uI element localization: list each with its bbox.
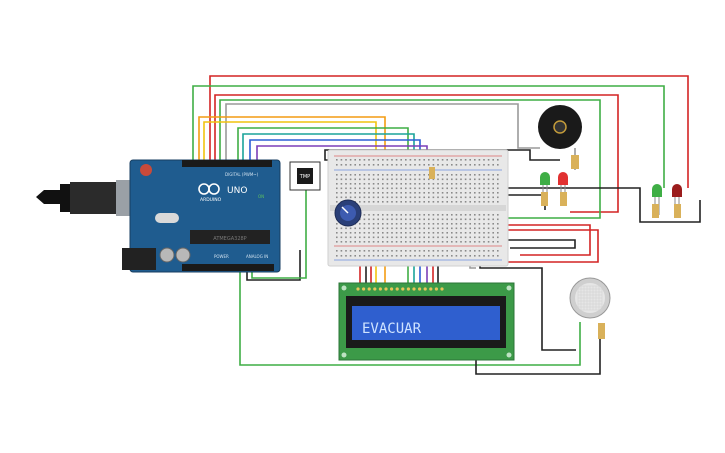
on-label: ON xyxy=(258,194,264,199)
wire-green-lcd xyxy=(239,270,581,366)
resistor-icon xyxy=(571,155,579,169)
wire-black-long xyxy=(500,187,701,223)
resistor-icon xyxy=(541,192,548,206)
lcd-pins xyxy=(356,287,444,291)
chip xyxy=(190,230,270,244)
power-label: POWER xyxy=(214,254,229,259)
wire-red-right xyxy=(500,224,591,256)
gas-sensor-icon xyxy=(569,277,611,339)
wire-orange xyxy=(198,116,386,180)
wire-green-arduino xyxy=(251,185,307,279)
digital-header xyxy=(182,160,272,167)
wire-red-right-2 xyxy=(480,229,599,263)
analog-label: ANALOG IN xyxy=(246,254,268,259)
wire-red-top xyxy=(209,75,689,188)
gas-sensor-mesh xyxy=(577,285,603,311)
wire-green-2 xyxy=(219,99,601,219)
board-brand: ARDUINO xyxy=(200,197,222,203)
led-group-right xyxy=(652,184,682,218)
potentiometer-icon[interactable] xyxy=(334,199,362,227)
resistor-icon xyxy=(652,204,659,218)
resistor-icon xyxy=(560,192,567,206)
digital-label: DIGITAL (PWM~) xyxy=(225,172,259,177)
analog-header xyxy=(182,264,274,271)
reset-button[interactable] xyxy=(140,164,152,176)
temp-sensor-label: TMP xyxy=(299,174,310,180)
resistor-icon xyxy=(674,204,681,218)
arduino-logo xyxy=(198,183,220,195)
chip-label: ATMEGA328P xyxy=(213,236,246,242)
piezo-buzzer-icon xyxy=(538,105,582,170)
board-model: UNO xyxy=(227,186,247,196)
wire-black-gnd xyxy=(246,250,301,281)
arduino-board[interactable]: ATMEGA328P UNO ARDUINO DIGITAL (PWM~) PO… xyxy=(36,159,281,273)
wire-black-right-2 xyxy=(490,239,576,249)
usb-plug-icon xyxy=(36,184,72,212)
lcd-display: EVACUAR xyxy=(338,282,515,361)
resistor-icon xyxy=(429,167,435,179)
led-group-left xyxy=(540,172,568,206)
resistor-icon xyxy=(598,323,605,339)
temperature-sensor-icon: TMP xyxy=(289,161,321,191)
wire-green-top xyxy=(192,85,665,188)
lcd-text: EVACUAR xyxy=(362,321,422,337)
breadboard xyxy=(327,149,509,267)
